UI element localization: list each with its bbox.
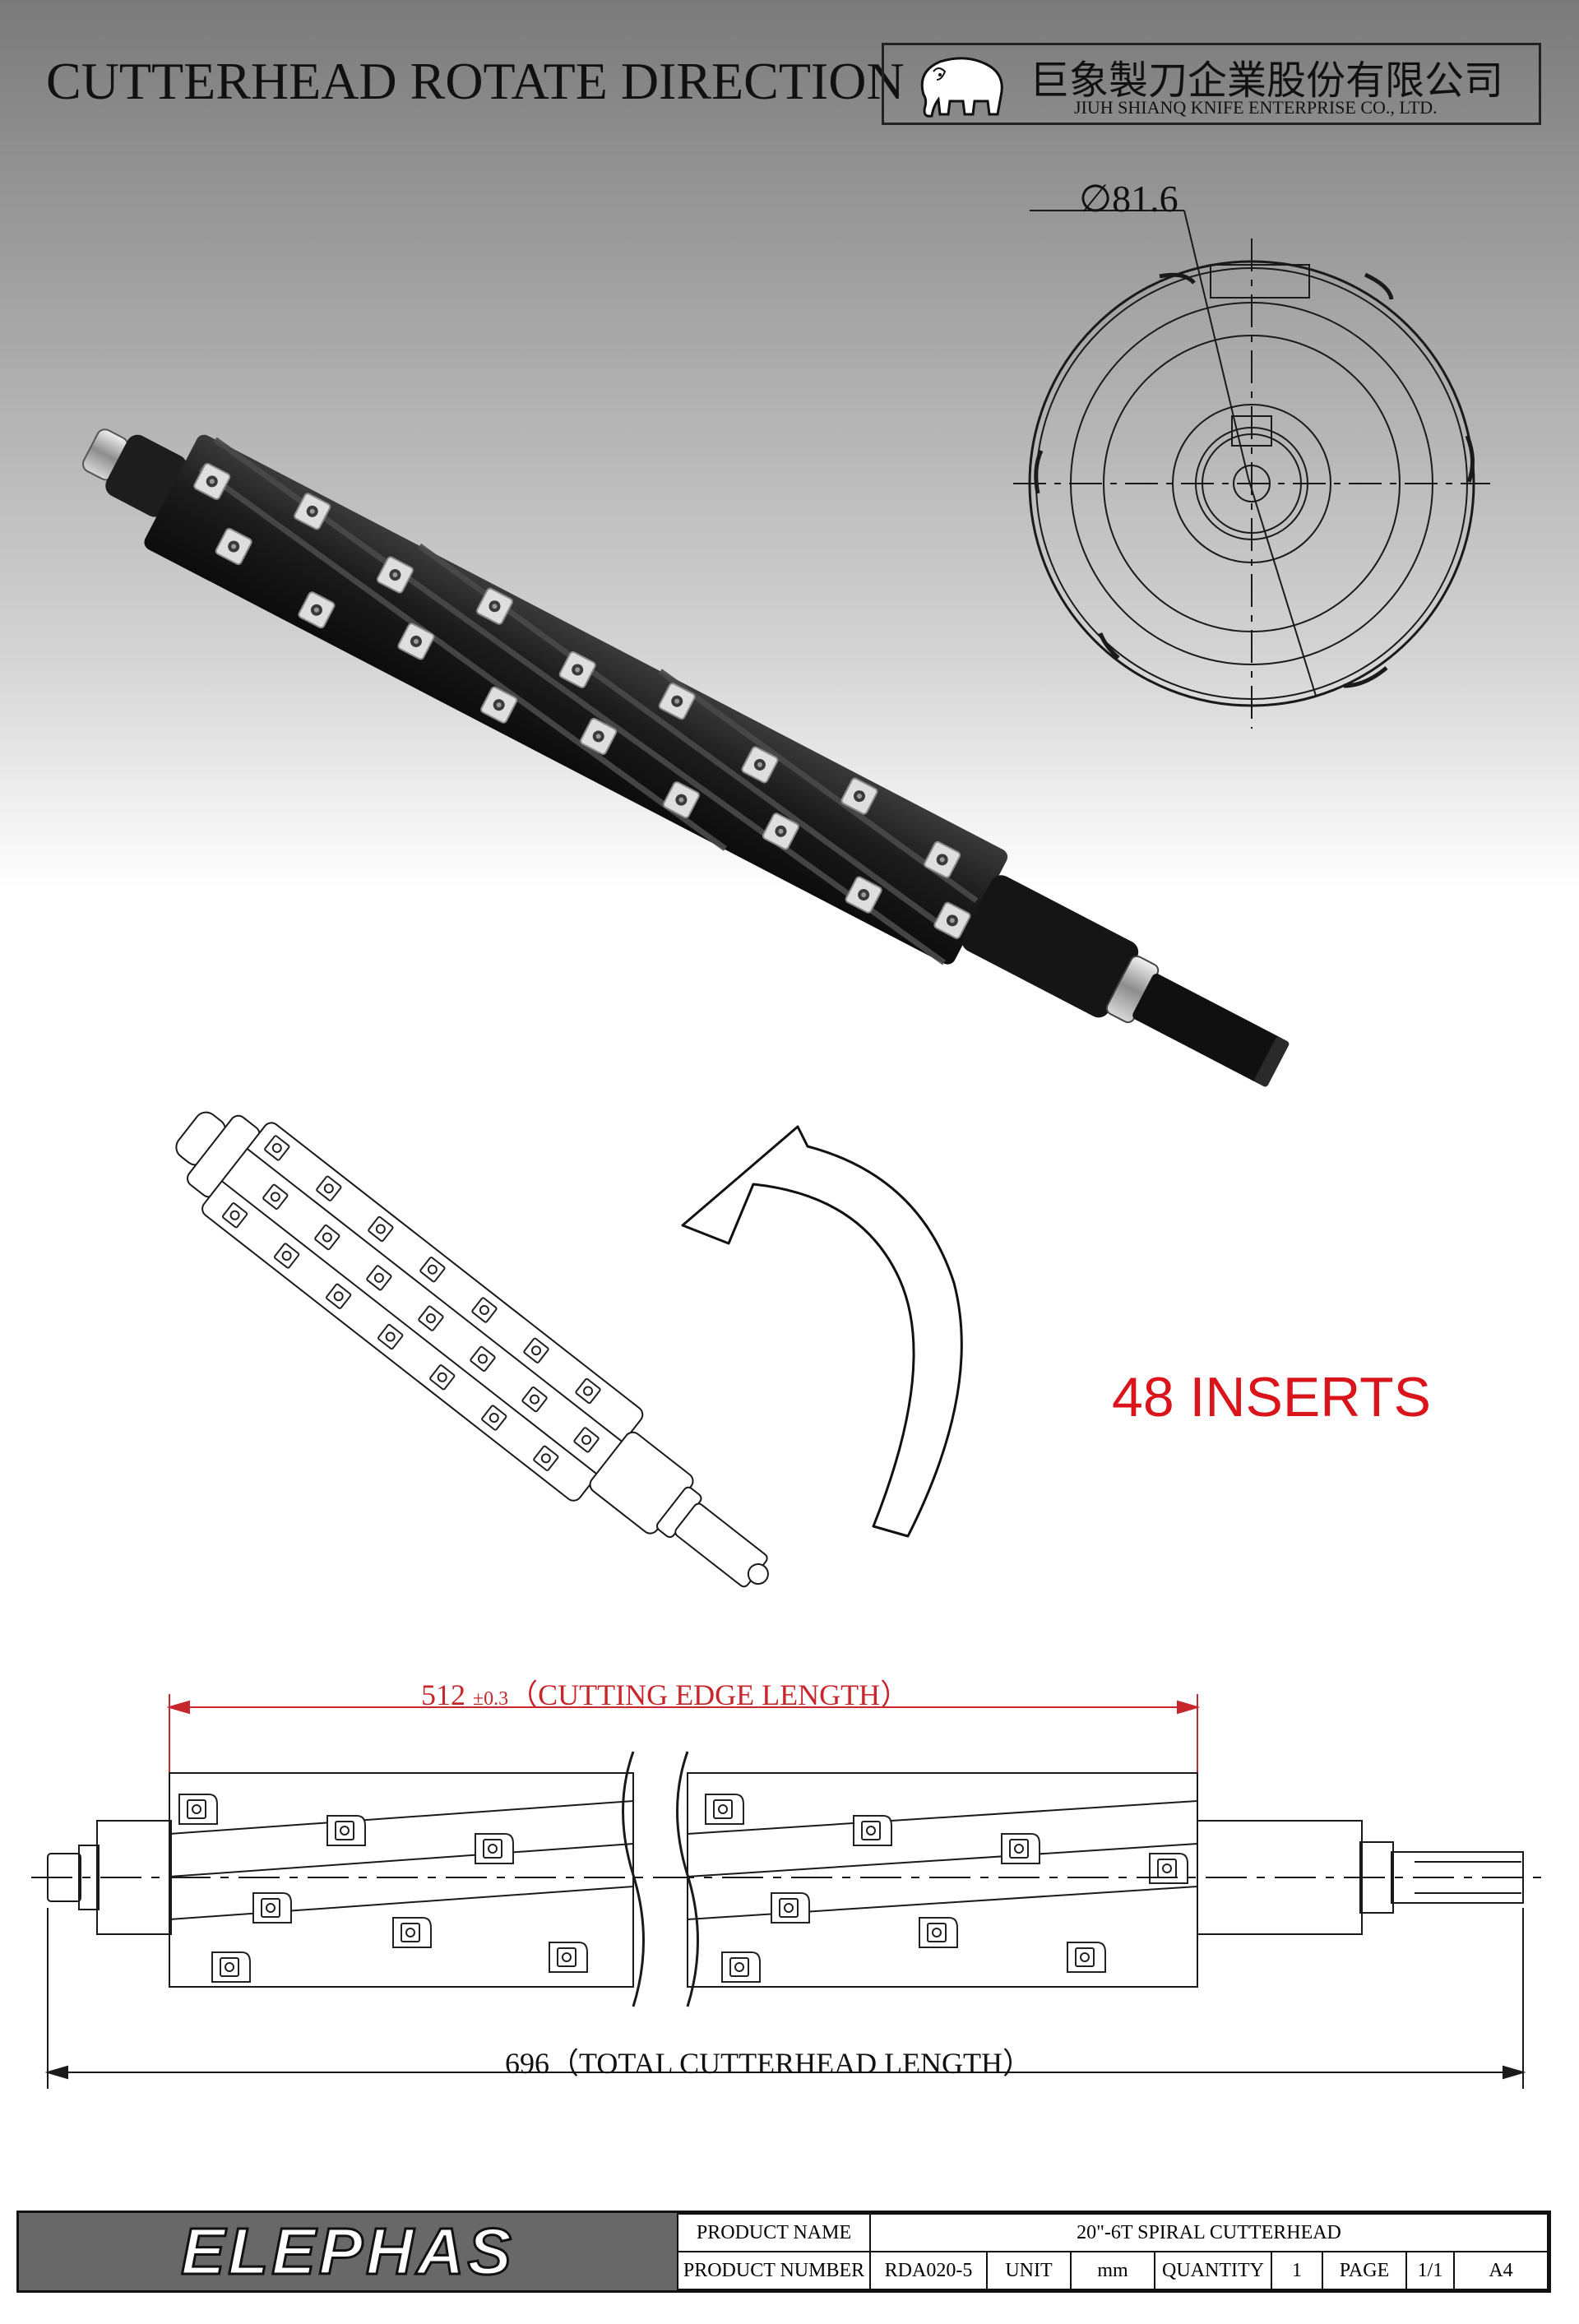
page-label: PAGE [1322, 2251, 1407, 2290]
title-block-row: PRODUCT NUMBER RDA020-5 UNIT mm QUANTITY… [677, 2251, 1549, 2290]
rotation-arrow [681, 1125, 963, 1538]
brand-logo-panel: ELEPHAS [19, 2213, 677, 2290]
cutterhead-photo [81, 428, 1290, 1087]
total-length-dimension: 696（TOTAL CUTTERHEAD LENGTH） [505, 2047, 1033, 2080]
diameter-dimension: ∅81.6 [1079, 178, 1178, 220]
page-value: 1/1 [1405, 2251, 1455, 2290]
brand-text: ELEPHAS [181, 2215, 515, 2288]
company-logo-box [882, 43, 1541, 125]
company-name-english: JIUH SHIANQ KNIFE ENTERPRISE CO., LTD. [1074, 97, 1438, 118]
unit-label: UNIT [986, 2251, 1072, 2290]
cutting-edge-label: （CUTTING EDGE LENGTH） [508, 1678, 910, 1711]
title-block-row: PRODUCT NAME 20"-6T SPIRAL CUTTERHEAD [677, 2213, 1549, 2252]
quantity-label: QUANTITY [1154, 2251, 1272, 2290]
product-name-value: 20"-6T SPIRAL CUTTERHEAD [869, 2213, 1549, 2252]
company-name-chinese: 巨象製刀企業股份有限公司 [1030, 58, 1504, 104]
title-block: ELEPHAS PRODUCT NAME 20"-6T SPIRAL CUTTE… [16, 2211, 1551, 2293]
elephas-brand-logo: ELEPHAS [180, 2214, 515, 2289]
quantity-value: 1 [1271, 2251, 1323, 2290]
bottom-drawing [31, 1694, 1546, 2089]
product-name-label: PRODUCT NAME [677, 2213, 871, 2252]
inserts-callout: 48 INSERTS [1112, 1366, 1432, 1428]
unit-value: mm [1070, 2251, 1155, 2290]
page-title: CUTTERHEAD ROTATE DIRECTION [46, 52, 905, 110]
title-block-table: PRODUCT NAME 20"-6T SPIRAL CUTTERHEAD PR… [677, 2213, 1549, 2290]
cutting-edge-value: 512 [421, 1678, 465, 1711]
elephant-logo-icon [920, 57, 1003, 118]
cutting-edge-dimension: 512 ±0.3（CUTTING EDGE LENGTH） [421, 1671, 910, 1714]
cutting-edge-tolerance: ±0.3 [473, 1688, 509, 1710]
product-number-value: RDA020-5 [869, 2251, 988, 2290]
end-view-drawing [1013, 210, 1490, 729]
paper-size-value: A4 [1453, 2251, 1549, 2290]
product-number-label: PRODUCT NUMBER [677, 2251, 871, 2290]
cutterhead-lineart [175, 1111, 769, 1588]
